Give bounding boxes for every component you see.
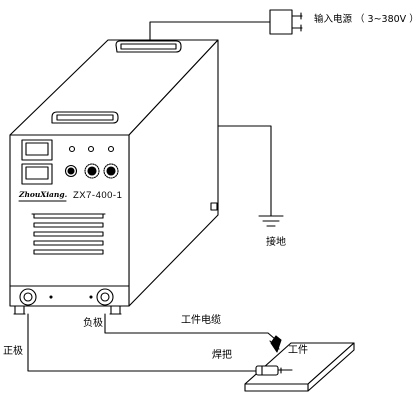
indicator-lamp bbox=[87, 145, 95, 153]
knob-right bbox=[103, 163, 119, 179]
model-number: ZX7-400-1 bbox=[73, 190, 123, 201]
negative-label: 负极 bbox=[83, 318, 103, 329]
electrode-holder-icon bbox=[255, 365, 293, 376]
vent-louvers bbox=[31, 213, 106, 255]
knob-middle bbox=[84, 163, 100, 179]
power-cable bbox=[149, 21, 271, 41]
ground-label: 接地 bbox=[266, 237, 286, 248]
front-handle bbox=[51, 111, 119, 124]
indicator-lamp bbox=[68, 145, 76, 153]
positive-terminal bbox=[19, 288, 37, 306]
negative-terminal bbox=[96, 288, 114, 306]
ground-wire bbox=[217, 125, 272, 217]
foot bbox=[110, 305, 121, 315]
power-input-label: 输入电源 （ 3~380V ） bbox=[314, 14, 413, 25]
foot bbox=[210, 202, 218, 211]
display-left-bottom bbox=[21, 163, 53, 185]
positive-cable bbox=[27, 313, 257, 372]
electrode-holder-label: 焊把 bbox=[212, 350, 232, 361]
top-handle bbox=[115, 40, 182, 53]
positive-label: 正极 bbox=[3, 346, 23, 357]
brand-logo: ZhouXiang. bbox=[19, 190, 68, 199]
welder-machine bbox=[9, 39, 219, 315]
indicator-lamp bbox=[107, 145, 115, 153]
workpiece-label: 工件 bbox=[288, 345, 308, 356]
ground-clamp-icon bbox=[269, 335, 282, 353]
power-plug-icon bbox=[269, 9, 303, 35]
ground-symbol-icon bbox=[258, 215, 284, 227]
work-cable bbox=[104, 313, 276, 340]
display-left-top bbox=[21, 139, 53, 161]
work-cable-label: 工件电缆 bbox=[181, 315, 221, 326]
foot bbox=[14, 305, 25, 315]
knob-left bbox=[64, 164, 78, 178]
